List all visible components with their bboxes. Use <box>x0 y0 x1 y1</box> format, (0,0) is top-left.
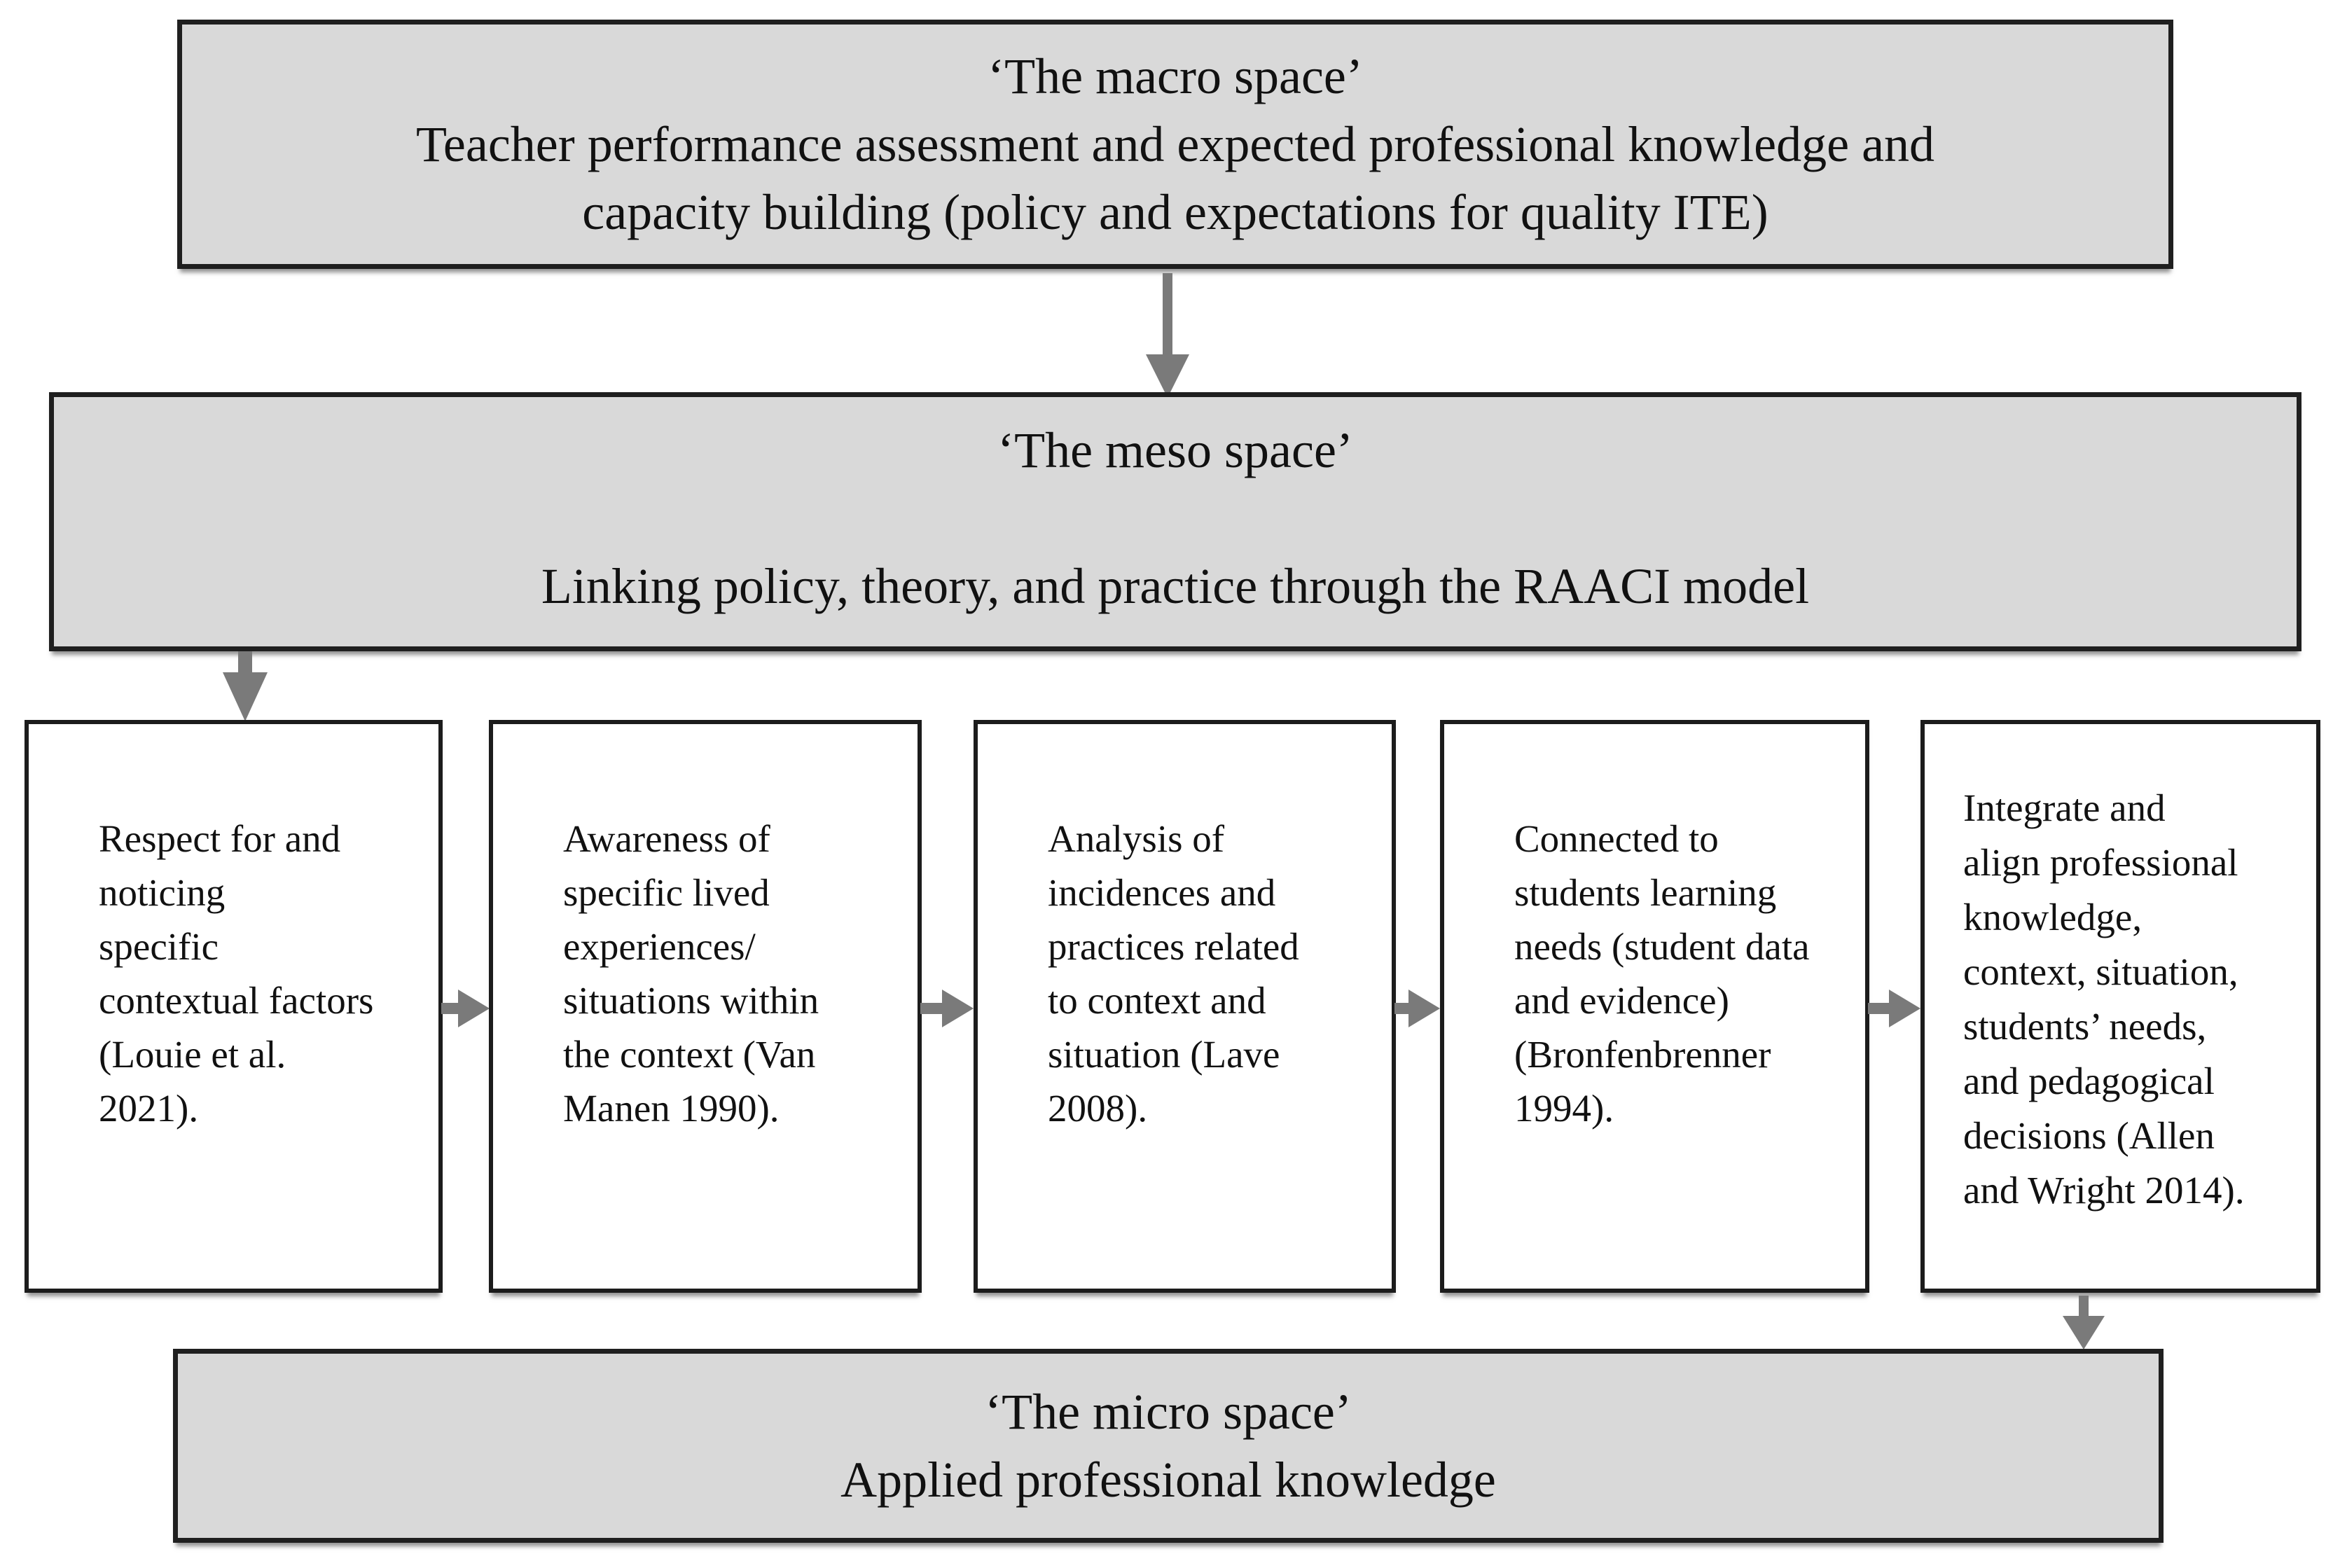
step-box-analysis: Analysis of incidences and practices rel… <box>974 720 1396 1293</box>
meso-space-box: ‘The meso space’ Linking policy, theory,… <box>49 392 2301 651</box>
step-text: Analysis of incidences and practices rel… <box>1048 817 1299 1130</box>
macro-space-body: Teacher performance assessment and expec… <box>415 116 1935 240</box>
step-text: Connected to students learning needs (st… <box>1514 817 1810 1130</box>
step-box-respect-noticing: Respect for and noticing specific contex… <box>25 720 443 1293</box>
macro-space-title: ‘The macro space’ <box>988 48 1363 104</box>
step-text: Integrate and align professional knowled… <box>1963 786 2245 1212</box>
step-text: Awareness of specific lived experiences/… <box>563 817 819 1130</box>
macro-space-box: ‘The macro space’ Teacher performance as… <box>177 20 2173 269</box>
meso-space-title: ‘The meso space’ <box>997 422 1353 478</box>
step-box-integrate: Integrate and align professional knowled… <box>1920 720 2320 1293</box>
micro-space-box: ‘The micro space’ Applied professional k… <box>173 1349 2164 1543</box>
micro-space-title: ‘The micro space’ <box>985 1383 1352 1440</box>
step-box-connected: Connected to students learning needs (st… <box>1440 720 1869 1293</box>
step-box-awareness: Awareness of specific lived experiences/… <box>489 720 922 1293</box>
micro-space-body: Applied professional knowledge <box>840 1451 1496 1508</box>
meso-space-body: Linking policy, theory, and practice thr… <box>541 558 1810 614</box>
step-text: Respect for and noticing specific contex… <box>99 817 374 1130</box>
